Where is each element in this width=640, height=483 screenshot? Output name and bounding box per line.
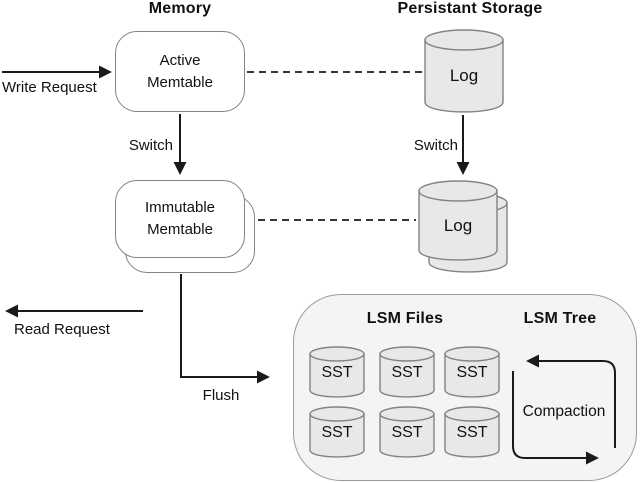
active-memtable-node: Active Memtable [115,31,245,112]
sst-label-3: SST [456,364,488,381]
log-top-cylinder-cap [424,29,504,51]
log-bottom-back-cap [428,192,508,214]
log-bottom-label: Log [443,216,473,235]
sst-label-1: SST [321,364,353,381]
log-bottom-back-body [428,202,508,273]
immutable-memtable-label: Immutable Memtable [144,199,216,238]
immutable-memtable-node: Immutable Memtable [115,180,245,258]
flush-arrow [180,274,270,384]
sst-label-4: SST [321,424,353,441]
sst-label-2: SST [391,364,423,381]
write-request-label: Write Request [2,79,97,96]
switch-left-label: Switch [128,137,173,154]
log-top-label: Log [449,66,479,85]
persistent-storage-section-title: Persistant Storage [397,0,543,17]
log-bottom-front-cap [418,180,498,202]
memory-section-title: Memory [148,0,212,17]
sst-label-5: SST [391,424,423,441]
switch-right-label: Switch [413,137,458,154]
lsm-files-title: LSM Files [366,310,444,327]
flush-label: Flush [202,387,240,404]
lsm-tree-title: LSM Tree [523,310,597,327]
compaction-label: Compaction [522,403,606,420]
read-request-label: Read Request [14,321,110,338]
active-memtable-label: Active Memtable [147,51,213,91]
sst-label-6: SST [456,424,488,441]
